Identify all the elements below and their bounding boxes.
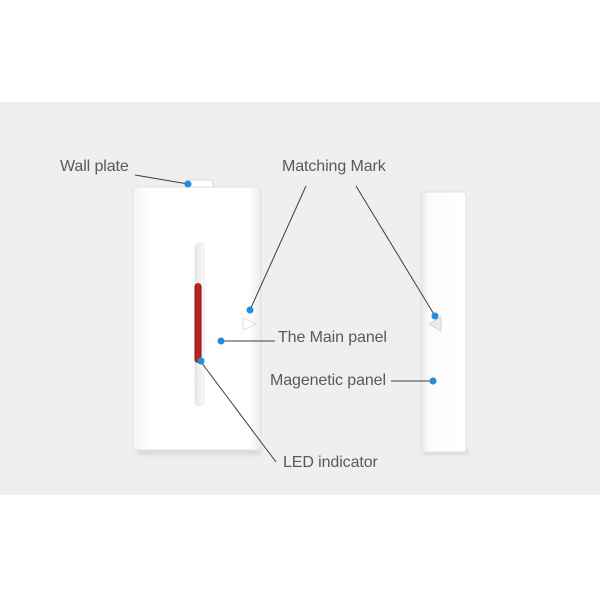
magnetic-unit-body [420, 191, 467, 453]
callout-dot-wall-plate [184, 180, 192, 188]
callout-dot-matching-main [246, 306, 254, 314]
led-bar [194, 283, 202, 363]
label-led-indicator: LED indicator [283, 454, 378, 471]
callout-line-wall-plate [134, 174, 189, 185]
callout-dot-matching-magnetic [431, 312, 439, 320]
background-band [0, 102, 600, 495]
matching-mark-main-icon [242, 317, 257, 331]
callout-dot-main-panel [217, 337, 225, 345]
callout-dot-led [197, 357, 205, 365]
label-wall-plate: Wall plate [60, 158, 129, 175]
magnetic-unit [420, 191, 469, 455]
label-main-panel: The Main panel [278, 329, 387, 346]
callout-line-matching-magnetic [355, 185, 436, 317]
main-sensor-unit [132, 179, 262, 455]
label-magnetic-panel: Magenetic panel [270, 372, 386, 389]
callout-line-led [200, 361, 277, 463]
callout-dot-magnetic-panel [429, 377, 437, 385]
matching-mark-magnetic-icon [428, 316, 442, 332]
label-matching-mark: Matching Mark [282, 158, 386, 175]
callout-line-matching-main [249, 185, 307, 311]
